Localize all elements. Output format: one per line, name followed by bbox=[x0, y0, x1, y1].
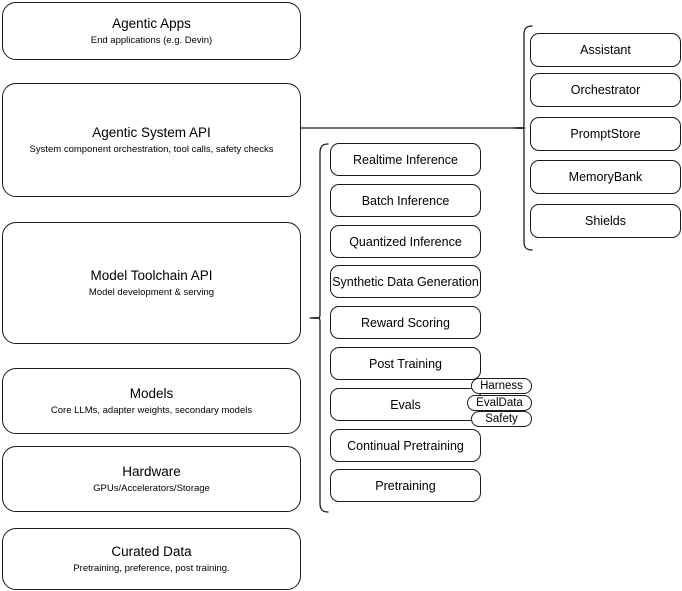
layer-subtitle: Core LLMs, adapter weights, secondary mo… bbox=[50, 405, 253, 416]
layer-box-hardware[interactable]: Hardware GPUs/Accelerators/Storage bbox=[2, 446, 301, 512]
layer-title: Hardware bbox=[122, 464, 181, 479]
evals-subcomponent-harness[interactable]: Harness bbox=[471, 378, 532, 394]
toolchain-component-label: Batch Inference bbox=[361, 193, 450, 208]
toolchain-component-evals[interactable]: Evals bbox=[330, 388, 481, 421]
toolchain-component-synthetic-data-generation[interactable]: Synthetic Data Generation bbox=[330, 265, 481, 298]
toolchain-component-realtime-inference[interactable]: Realtime Inference bbox=[330, 143, 481, 176]
layer-box-agentic-system-api[interactable]: Agentic System API System component orch… bbox=[2, 83, 301, 197]
layer-subtitle: Model development & serving bbox=[88, 287, 215, 298]
layer-box-models[interactable]: Models Core LLMs, adapter weights, secon… bbox=[2, 368, 301, 434]
evals-subcomponent-label: Safety bbox=[485, 413, 518, 425]
toolchain-component-label: Post Training bbox=[369, 356, 442, 371]
layer-title: Model Toolchain API bbox=[90, 268, 213, 283]
system-component-assistant[interactable]: Assistant bbox=[530, 33, 681, 67]
layer-subtitle: System component orchestration, tool cal… bbox=[29, 144, 274, 155]
system-component-label: Orchestrator bbox=[570, 83, 641, 97]
layer-box-agentic-apps[interactable]: Agentic Apps End applications (e.g. Devi… bbox=[2, 2, 301, 60]
layer-box-model-toolchain-api[interactable]: Model Toolchain API Model development & … bbox=[2, 222, 301, 344]
toolchain-component-label: Reward Scoring bbox=[361, 315, 450, 330]
system-component-label: PromptStore bbox=[570, 127, 641, 141]
layer-title: Curated Data bbox=[111, 544, 192, 559]
toolchain-component-pretraining[interactable]: Pretraining bbox=[330, 469, 481, 502]
system-component-label: Shields bbox=[585, 214, 626, 228]
evals-subcomponent-label: Harness bbox=[480, 380, 523, 392]
toolchain-component-batch-inference[interactable]: Batch Inference bbox=[330, 184, 481, 217]
system-component-shields[interactable]: Shields bbox=[530, 204, 681, 238]
system-component-memorybank[interactable]: MemoryBank bbox=[530, 160, 681, 194]
system-component-label: MemoryBank bbox=[568, 170, 643, 184]
layer-title: Agentic System API bbox=[92, 125, 211, 140]
layer-title: Agentic Apps bbox=[112, 16, 191, 31]
evals-subcomponent-label: EvalData bbox=[476, 397, 523, 409]
layer-box-curated-data[interactable]: Curated Data Pretraining, preference, po… bbox=[2, 528, 301, 590]
connector-agentic-system-api bbox=[300, 120, 526, 136]
system-component-promptstore[interactable]: PromptStore bbox=[530, 117, 681, 151]
layer-subtitle: Pretraining, preference, post training. bbox=[73, 563, 230, 574]
layer-title: Models bbox=[129, 386, 174, 401]
toolchain-component-label: Quantized Inference bbox=[349, 234, 462, 249]
evals-subcomponent-safety[interactable]: Safety bbox=[471, 411, 532, 427]
toolchain-component-label: Pretraining bbox=[375, 478, 436, 493]
brace-toolchain-components bbox=[308, 142, 330, 514]
toolchain-component-quantized-inference[interactable]: Quantized Inference bbox=[330, 225, 481, 258]
evals-subcomponent-evaldata[interactable]: EvalData bbox=[467, 395, 532, 411]
toolchain-component-label: Realtime Inference bbox=[353, 152, 458, 167]
system-component-label: Assistant bbox=[580, 43, 631, 57]
toolchain-component-label: Continual Pretraining bbox=[347, 438, 464, 453]
layer-subtitle: End applications (e.g. Devin) bbox=[90, 35, 213, 46]
system-component-orchestrator[interactable]: Orchestrator bbox=[530, 73, 681, 107]
toolchain-component-post-training[interactable]: Post Training bbox=[330, 347, 481, 380]
toolchain-component-label: Evals bbox=[390, 397, 421, 412]
toolchain-component-label: Synthetic Data Generation bbox=[332, 274, 479, 289]
layer-subtitle: GPUs/Accelerators/Storage bbox=[93, 483, 210, 494]
toolchain-component-continual-pretraining[interactable]: Continual Pretraining bbox=[330, 429, 481, 462]
toolchain-component-reward-scoring[interactable]: Reward Scoring bbox=[330, 306, 481, 339]
